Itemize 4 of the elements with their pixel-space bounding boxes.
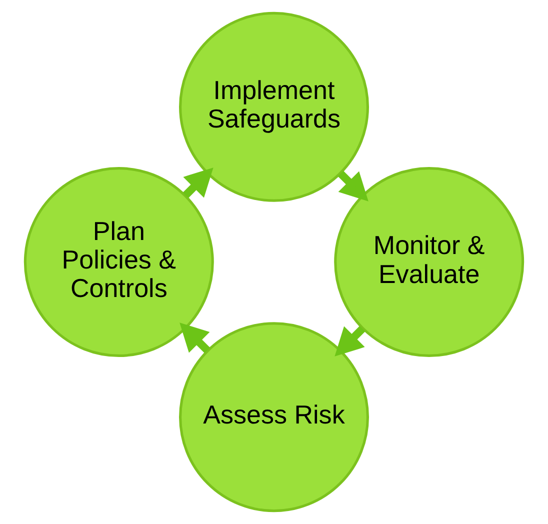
- arrow: [182, 168, 214, 198]
- arrow: [180, 322, 210, 354]
- arrow: [338, 170, 368, 202]
- arrow: [334, 326, 366, 356]
